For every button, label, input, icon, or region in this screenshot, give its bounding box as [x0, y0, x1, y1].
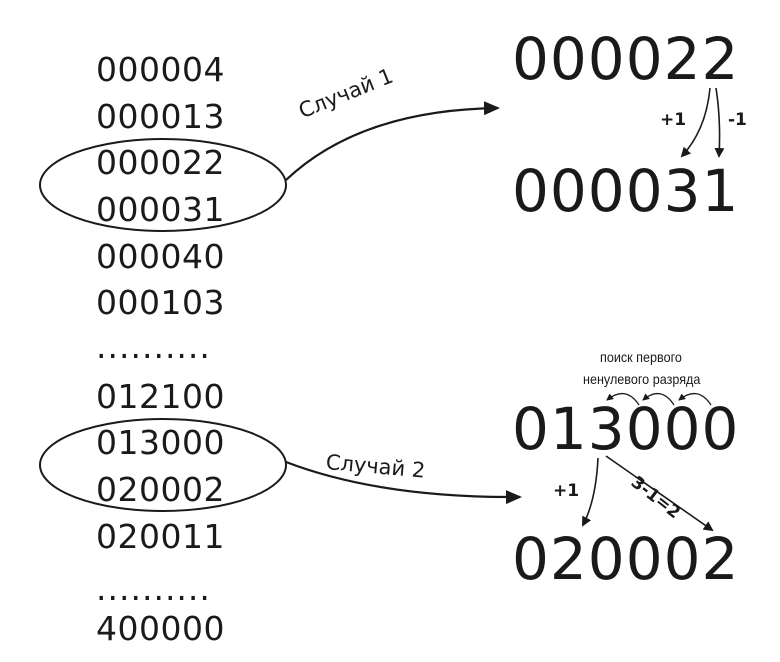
case2-ellipse — [39, 418, 287, 512]
case1-to-number: 000031 — [512, 157, 740, 225]
list-item: 000103 — [96, 283, 225, 322]
case1-plus-arrow — [680, 87, 711, 158]
list-item: 000022 — [96, 143, 225, 182]
search-arc — [642, 393, 675, 406]
list-item: 020002 — [96, 470, 225, 509]
search-arc — [606, 393, 640, 406]
list-item: 000031 — [96, 190, 225, 229]
case2-calc-arrow — [605, 455, 714, 532]
case1-arrow — [285, 101, 500, 181]
case1-from-number: 000022 — [512, 25, 740, 93]
case2-plus-arrow — [582, 457, 599, 527]
list-item: 000040 — [96, 237, 225, 276]
case1-plus-label: +1 — [660, 110, 687, 130]
list-item: 020011 — [96, 517, 225, 556]
case2-plus-label: +1 — [553, 481, 580, 501]
list-item: 400000 — [96, 609, 225, 648]
ellipsis-dots: .......... — [96, 569, 211, 608]
case1-ellipse — [39, 138, 287, 232]
case2-note-line2: ненулевого разряда — [583, 371, 701, 387]
case2-to-number: 020002 — [512, 525, 740, 593]
case1-minus-arrow — [714, 87, 725, 158]
case2-arrow — [285, 460, 522, 505]
list-item: 013000 — [96, 423, 225, 462]
case1-minus-label: -1 — [728, 110, 747, 130]
list-item: 000013 — [96, 97, 225, 136]
search-arc — [678, 393, 712, 406]
list-item: 000004 — [96, 50, 225, 89]
case2-note-line1: поиск первого — [600, 349, 682, 365]
ellipsis-dots: .......... — [96, 327, 211, 366]
case2-from-number: 013000 — [512, 395, 740, 463]
list-item: 012100 — [96, 377, 225, 416]
